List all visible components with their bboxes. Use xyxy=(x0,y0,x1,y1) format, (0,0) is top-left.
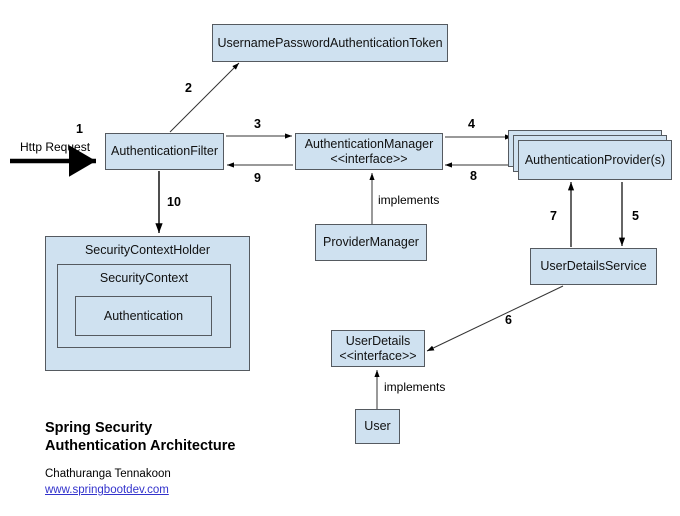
node-authentication-provider[interactable]: AuthenticationProvider(s) xyxy=(518,140,672,180)
node-label: UserDetails xyxy=(345,333,411,348)
diagram-title-line1: Spring Security xyxy=(45,420,153,436)
node-user-details[interactable]: UserDetails <<interface>> xyxy=(331,330,425,367)
step-label-5: 5 xyxy=(632,209,639,223)
implements-label-user: implements xyxy=(384,380,446,394)
node-authentication-filter[interactable]: AuthenticationFilter xyxy=(105,133,224,170)
step-label-10: 10 xyxy=(167,195,181,209)
node-label: AuthenticationProvider(s) xyxy=(524,152,666,167)
node-label: User xyxy=(364,419,391,433)
node-authentication[interactable]: Authentication xyxy=(75,296,212,336)
arrow-step-2 xyxy=(169,62,240,133)
node-label: SecurityContext xyxy=(99,271,189,285)
node-label: AuthenticationManager xyxy=(304,136,434,151)
step-label-1: 1 xyxy=(76,122,83,136)
node-label: UserDetailsService xyxy=(540,259,647,273)
node-username-password-authentication-token[interactable]: UsernamePasswordAuthenticationToken xyxy=(212,24,448,62)
step-label-8: 8 xyxy=(470,169,477,183)
implements-label-provider-manager: implements xyxy=(378,193,440,207)
arrow-step-6 xyxy=(426,285,564,352)
step-label-2: 2 xyxy=(185,81,192,95)
step-label-9: 9 xyxy=(254,171,261,185)
step-label-4: 4 xyxy=(468,117,475,131)
node-label: UsernamePasswordAuthenticationToken xyxy=(217,35,443,50)
author-name: Chathuranga Tennakoon xyxy=(45,468,171,480)
diagram-title-line2: Authentication Architecture xyxy=(45,438,236,454)
node-label: ProviderManager xyxy=(323,235,419,249)
node-label: AuthenticationFilter xyxy=(110,144,218,158)
step-label-6: 6 xyxy=(505,313,512,327)
step-label-7: 7 xyxy=(550,209,557,223)
node-user[interactable]: User xyxy=(355,409,400,444)
node-stereotype: <<interface>> xyxy=(330,151,408,166)
node-provider-manager[interactable]: ProviderManager xyxy=(315,224,427,261)
step-label-3: 3 xyxy=(254,117,261,131)
node-stereotype: <<interface>> xyxy=(339,348,417,363)
node-label: SecurityContextHolder xyxy=(84,243,211,257)
website-link[interactable]: www.springbootdev.com xyxy=(45,484,169,496)
node-user-details-service[interactable]: UserDetailsService xyxy=(530,248,657,285)
http-request-label: Http Request xyxy=(20,140,91,154)
node-label: Authentication xyxy=(103,308,184,323)
node-authentication-manager[interactable]: AuthenticationManager <<interface>> xyxy=(295,133,443,170)
